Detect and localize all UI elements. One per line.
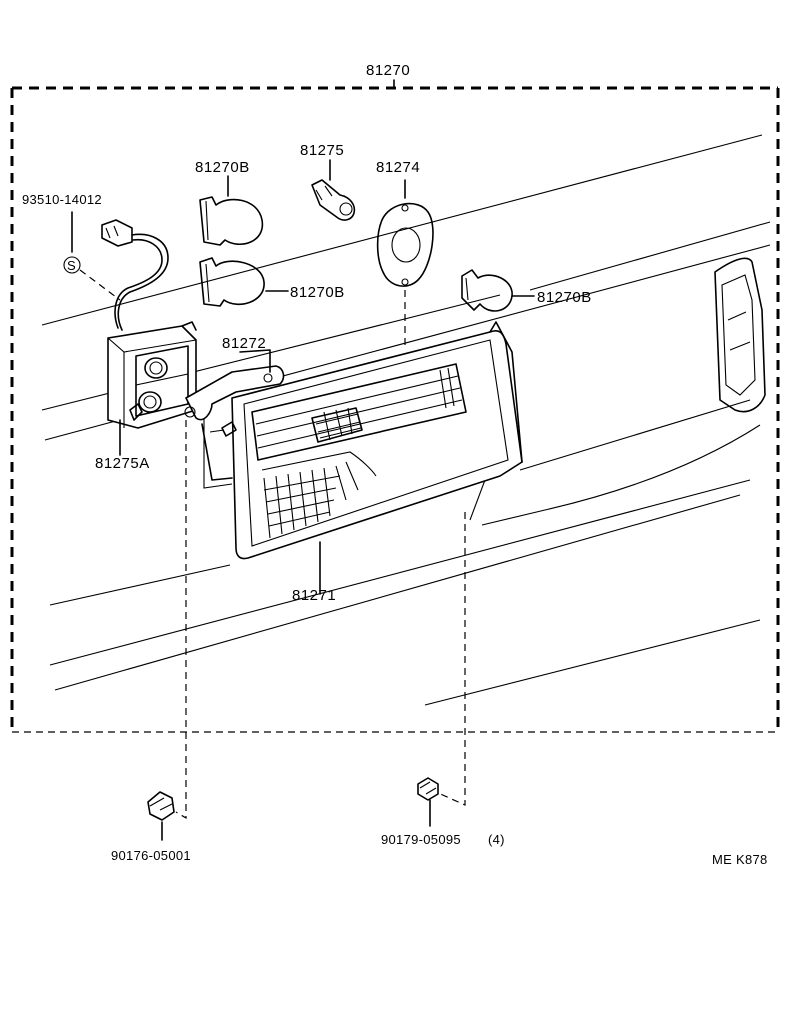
label-harness: 93510-14012	[22, 192, 102, 207]
drawing-code: ME K878	[712, 852, 768, 867]
nut-left	[147, 791, 175, 821]
side-reflector	[714, 257, 766, 413]
label-lens: 81271	[292, 587, 336, 604]
tail-lamp-lens	[209, 321, 523, 560]
label-housing: 81275A	[95, 455, 150, 472]
body-panel-lines	[41, 134, 771, 706]
gasket-plate	[184, 365, 285, 489]
label-gasket-top: 81274	[376, 159, 420, 176]
bulb-middle	[199, 257, 265, 307]
label-nut-right-qty: (4)	[488, 832, 505, 847]
label-gasket: 81272	[222, 335, 266, 352]
socket-housing	[107, 321, 197, 429]
label-bulb-middle: 81270B	[290, 284, 345, 301]
label-assembly: 81270	[366, 62, 410, 79]
label-nut-right: 90179-05095	[381, 832, 461, 847]
harness-connector	[101, 219, 169, 331]
label-socket: 81275	[300, 142, 344, 159]
bulb-right	[461, 269, 513, 312]
label-bulb-right: 81270B	[537, 289, 592, 306]
nut-right	[417, 777, 439, 801]
label-nut-left: 90176-05001	[111, 848, 191, 863]
label-bulb-top: 81270B	[195, 159, 250, 176]
s-mark: S	[67, 258, 76, 273]
socket	[311, 179, 356, 221]
assembly-bracket	[10, 79, 780, 733]
bulb-top	[199, 196, 264, 246]
gasket-top	[376, 202, 434, 287]
